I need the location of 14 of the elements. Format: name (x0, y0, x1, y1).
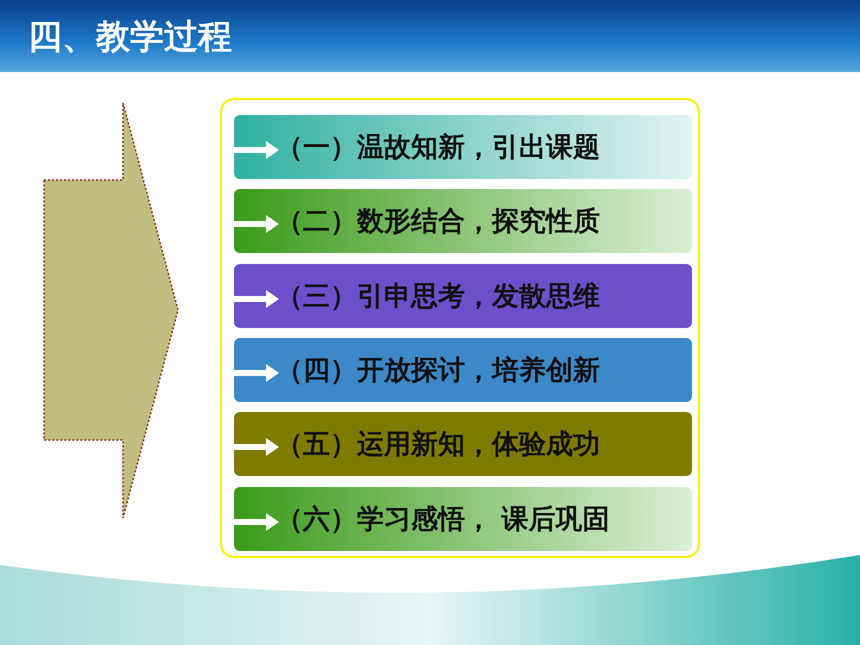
step-text: （四）开放探讨，培养创新 (276, 354, 600, 388)
slide-title: 四、教学过程 (28, 16, 232, 59)
step-text: （二）数形结合，探究性质 (276, 205, 600, 239)
step-box (234, 115, 692, 179)
frame-box (220, 98, 700, 558)
step-box (234, 412, 692, 476)
step-text: （六）学习感悟， 课后巩固 (276, 503, 610, 537)
step-box (234, 338, 692, 402)
step-box (234, 487, 692, 551)
step-box (234, 189, 692, 253)
step-text: （三）引申思考，发散思维 (276, 280, 600, 314)
step-text: （一）温故知新，引出课题 (276, 131, 600, 165)
step-box (234, 264, 692, 328)
step-text: （五）运用新知，体验成功 (276, 428, 600, 462)
